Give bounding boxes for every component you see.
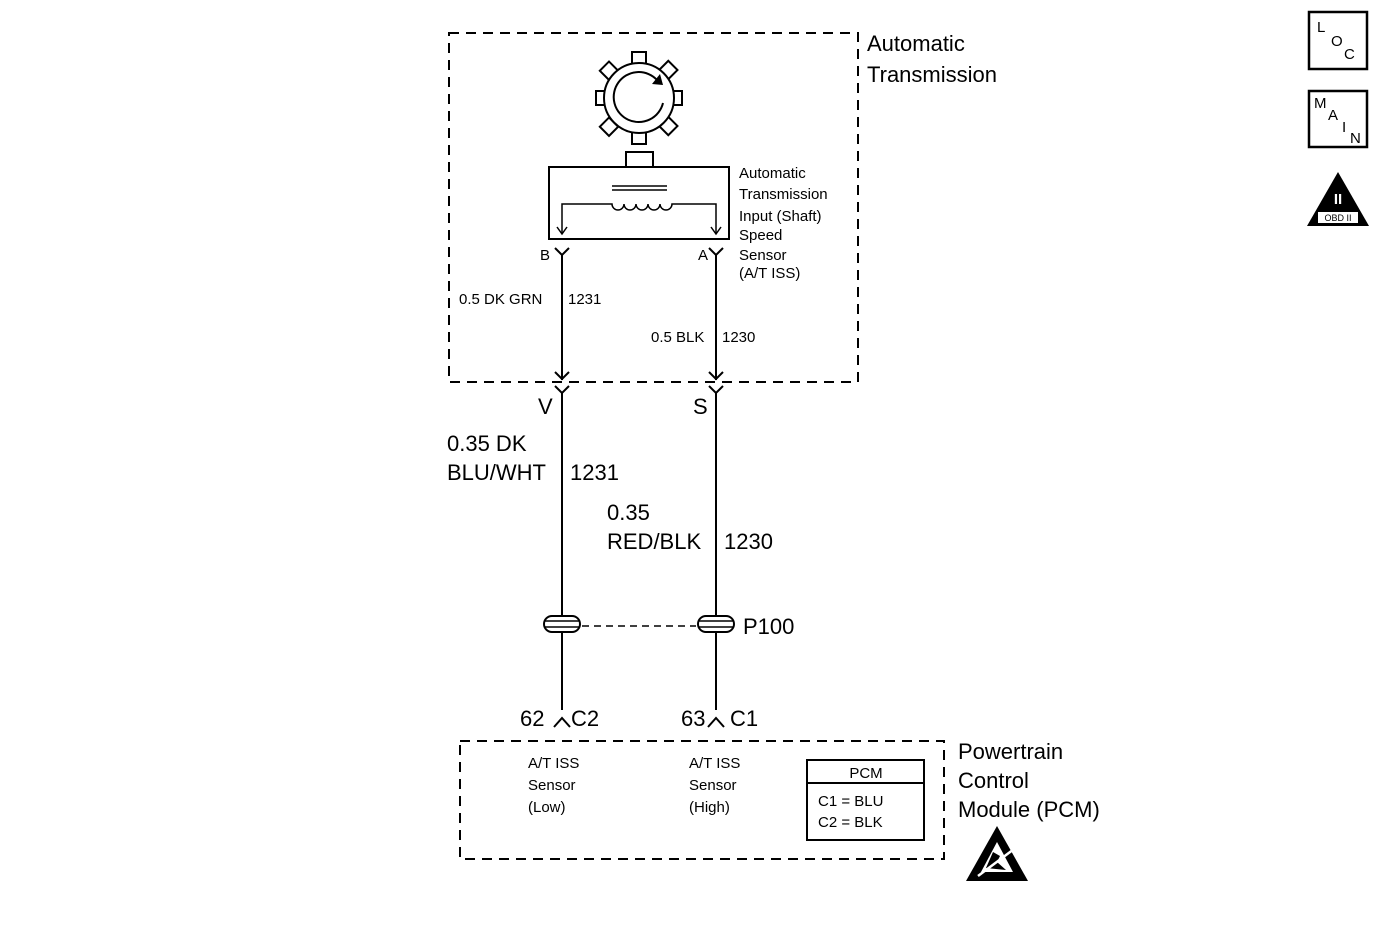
pcm-title-line3: Module (PCM) — [958, 797, 1100, 822]
pcm-connector-table: PCM C1 = BLU C2 = BLK — [806, 759, 925, 841]
pcm-pin-63-terminal — [707, 716, 725, 728]
pcm-high-label-line1: A/T ISS — [689, 755, 740, 772]
pcm-table-row-c2: C2 = BLK — [818, 814, 883, 831]
main-letter-a: A — [1328, 107, 1338, 124]
speed-sensor[interactable] — [548, 151, 730, 240]
transmission-boundary — [448, 32, 859, 383]
wire-1230-outer-color-line1: 0.35 — [607, 500, 650, 525]
main-letter-n: N — [1350, 130, 1361, 147]
transmission-title-line1: Automatic — [867, 31, 965, 56]
sensor-label-line2: Transmission — [739, 186, 828, 203]
pcm-title-line1: Powertrain — [958, 739, 1063, 764]
pcm-connector-c1: C1 — [730, 706, 758, 731]
main-letter-m: M — [1314, 95, 1327, 112]
pcm-high-label-line3: (High) — [689, 799, 730, 816]
tone-wheel-icon — [595, 51, 683, 145]
sensor-label-line3: Input (Shaft) — [739, 208, 822, 225]
pcm-table-row-c1: C1 = BLU — [818, 793, 883, 810]
splice-label: P100 — [743, 614, 794, 639]
obd-label: OBD II — [1324, 213, 1351, 223]
pcm-boundary — [459, 740, 945, 860]
loc-letter-l: L — [1317, 19, 1325, 36]
main-badge[interactable]: M A I N — [1307, 89, 1369, 149]
sensor-label-line1: Automatic — [739, 165, 806, 182]
loc-letter-c: C — [1344, 46, 1355, 63]
sensor-pin-b: B — [540, 247, 550, 264]
sensor-pin-a: A — [698, 247, 708, 264]
wire-1230-inner-circuit: 1230 — [722, 329, 755, 346]
sensor-label-line5: Sensor — [739, 247, 787, 264]
connector-v-label: V — [538, 394, 553, 419]
wire-1231-outer-color-line2: BLU/WHT — [447, 460, 546, 485]
obd-ii-badge[interactable]: II OBD II — [1307, 172, 1369, 226]
pcm-connector-c2: C2 — [571, 706, 599, 731]
wire-1231-outer-circuit: 1231 — [570, 460, 619, 485]
pcm-high-label-line2: Sensor — [689, 777, 737, 794]
pcm-pin-62: 62 — [520, 706, 544, 731]
wire-1231-inner-color: 0.5 DK GRN — [459, 291, 542, 308]
esd-warning-icon — [966, 826, 1028, 881]
pcm-title-line2: Control — [958, 768, 1029, 793]
pcm-pin-63: 63 — [681, 706, 705, 731]
pcm-low-label-line3: (Low) — [528, 799, 566, 816]
pcm-low-label-line1: A/T ISS — [528, 755, 579, 772]
wire-1230-inner-color: 0.5 BLK — [651, 329, 704, 346]
wire-1231-inner-circuit: 1231 — [568, 291, 601, 308]
loc-letter-o: O — [1331, 33, 1343, 50]
wire-1230-outer-color-line2: RED/BLK — [607, 529, 701, 554]
pcm-pin-62-terminal — [553, 716, 571, 728]
pcm-table-title: PCM — [849, 765, 882, 782]
sensor-label-line6: (A/T ISS) — [739, 265, 800, 282]
pcm-low-label-line2: Sensor — [528, 777, 576, 794]
connector-s-label: S — [693, 394, 708, 419]
pin-b-terminal — [554, 247, 570, 257]
pin-a-terminal — [708, 247, 724, 257]
wire-1230-outer-circuit: 1230 — [724, 529, 773, 554]
transmission-title-line2: Transmission — [867, 62, 997, 87]
splice-p100[interactable] — [543, 615, 735, 633]
sensor-label-line4: Speed — [739, 227, 782, 244]
main-letter-i: I — [1342, 119, 1346, 136]
obd-roman-numeral: II — [1334, 191, 1342, 208]
wire-1231-outer-color-line1: 0.35 DK — [447, 431, 527, 456]
loc-badge[interactable]: L O C — [1307, 10, 1369, 71]
